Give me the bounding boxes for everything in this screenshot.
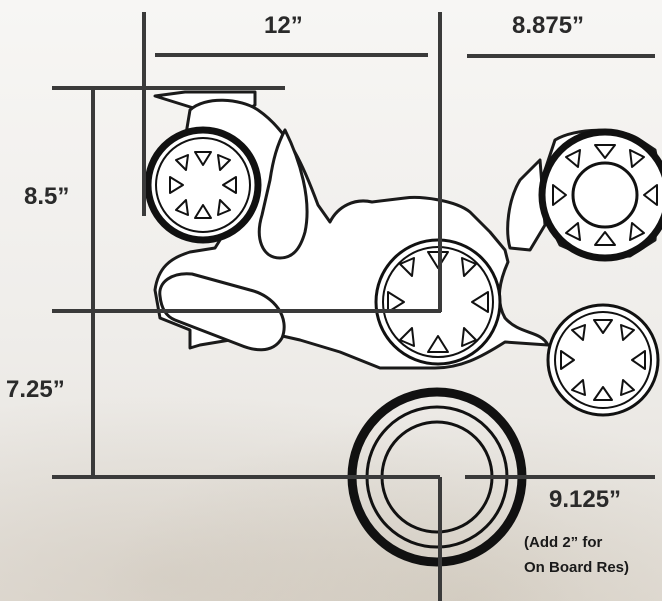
crank-offset-label: 9.125” [549, 486, 622, 513]
upper-left-pulley [144, 126, 262, 244]
lower-right-pulley [546, 303, 660, 417]
note-line-2: On Board Res) [524, 559, 630, 576]
width-top-label: 12” [264, 12, 303, 39]
height-lower-label: 7.25” [6, 376, 65, 403]
background-haze [0, 360, 662, 601]
dimension-lines [52, 12, 655, 601]
height-upper-label: 8.5” [24, 183, 70, 210]
note-line-1: (Add 2” for [524, 534, 603, 551]
upper-right-pulley [538, 128, 662, 262]
width-right-label: 8.875” [512, 12, 585, 39]
